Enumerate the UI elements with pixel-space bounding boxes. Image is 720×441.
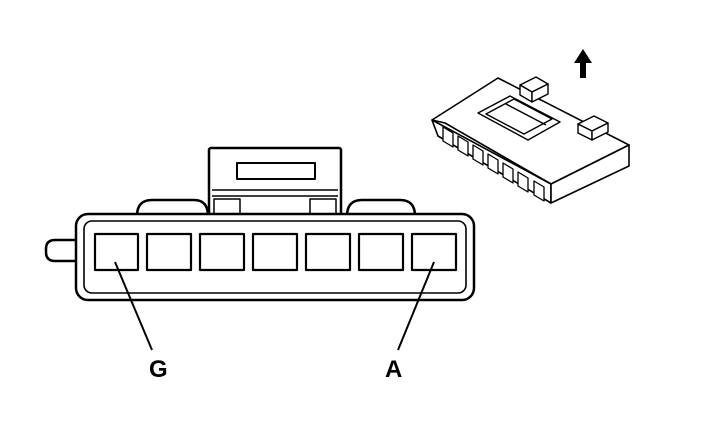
pin-label-a: A [385, 356, 403, 383]
up-arrow-icon [574, 49, 592, 78]
top-latch [207, 146, 343, 220]
pin-label-g: G [149, 356, 168, 383]
isometric-latch [477, 76, 609, 141]
cavity-f [145, 232, 193, 272]
cavities [93, 232, 458, 272]
left-bump [135, 198, 210, 218]
leader-line-a [397, 261, 435, 351]
cavity-d [251, 232, 299, 272]
side-tab [44, 238, 78, 263]
connector-isometric-view [431, 76, 630, 204]
connector-face-view [44, 146, 476, 351]
cavity-e [198, 232, 246, 272]
right-bump [345, 198, 417, 218]
cavity-c [304, 232, 352, 272]
leader-line-g [114, 261, 153, 351]
cavity-b [357, 232, 405, 272]
isometric-cavities [442, 126, 545, 202]
